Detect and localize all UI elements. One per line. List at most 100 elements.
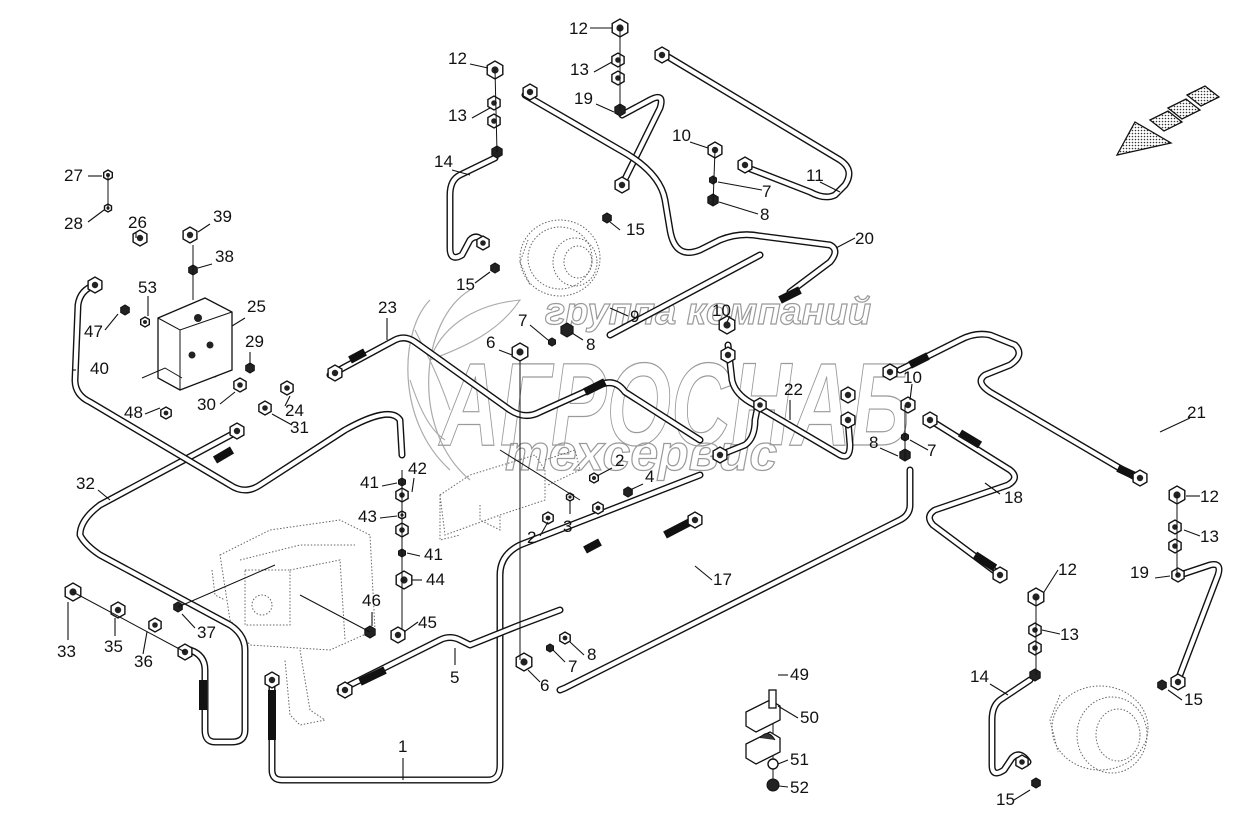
- callout-leader-c41a: [381, 482, 398, 487]
- hose-crimp-icon: [348, 348, 367, 364]
- callout-leader-c15d: [1013, 789, 1031, 801]
- pipe-19b-icon: [1174, 561, 1223, 684]
- hose-crimp-icon: [583, 378, 607, 396]
- hose-crimp-icon: [957, 429, 983, 449]
- callout-leader-c12d: [1043, 569, 1059, 593]
- callout-leader-c15b: [474, 271, 491, 284]
- pipe-18-icon: [926, 416, 1018, 579]
- callout-label-c13c: 13: [1200, 527, 1219, 546]
- callout-leader-c36: [142, 631, 148, 655]
- callout-label-c23: 23: [378, 298, 397, 317]
- callout-label-c45: 45: [418, 613, 437, 632]
- pipe-5-icon: [336, 606, 564, 694]
- brake-valve-icon: [439, 449, 581, 541]
- callout-label-c52: 52: [790, 778, 809, 797]
- pipe-11-icon: [661, 51, 853, 201]
- hose-end-1-icon: [264, 671, 280, 689]
- callout-leader-c51: [777, 759, 789, 765]
- callout-leader-c48: [144, 407, 161, 415]
- hose-end-5-icon: [337, 681, 353, 699]
- callout-label-c21: 21: [1187, 403, 1206, 422]
- callout-label-c12a: 12: [448, 49, 467, 68]
- banjo-fitting-10d-icon: [900, 396, 916, 414]
- callout-leader-c14a: [451, 169, 471, 176]
- callout-label-c41a: 41: [360, 473, 379, 492]
- callout-leader-c2b: [539, 521, 549, 537]
- banjo-fitting-10c-icon: [840, 386, 856, 404]
- adapter-30-icon: [233, 377, 247, 393]
- fitting-6a-icon: [511, 342, 529, 362]
- callout-label-c8d: 8: [760, 205, 769, 224]
- pipes: [71, 51, 1223, 784]
- assembly-axis-line: [72, 591, 186, 653]
- bolt-4-icon: [623, 486, 633, 498]
- hose-crimp-icon: [908, 352, 930, 369]
- callout-leader-c4: [629, 483, 644, 491]
- callout-leader-c43: [379, 515, 398, 519]
- fitting-6b-icon: [515, 652, 533, 672]
- callout-leader-c15a: [609, 221, 621, 231]
- hose-crimp-icon: [212, 446, 235, 464]
- callout-leader-c18: [984, 482, 1001, 495]
- washer-7d-icon: [546, 643, 554, 653]
- pipe-40-icon: [71, 281, 406, 494]
- nut-13g-icon: [1028, 622, 1042, 638]
- clip-2b-icon: [542, 511, 554, 525]
- callout-label-c50: 50: [800, 708, 819, 727]
- pipe-23-icon: [326, 334, 704, 444]
- nut-14b-icon: [1015, 754, 1029, 770]
- callout-leader-c31: [271, 413, 293, 426]
- fitting-26-icon: [132, 229, 148, 247]
- watermark-line1: группа компаний: [545, 291, 871, 333]
- callout-label-c15a: 15: [626, 220, 645, 239]
- callout-label-c20: 20: [855, 229, 874, 248]
- callout-leader-c13c: [1183, 529, 1201, 537]
- hose-crimp-icon: [663, 518, 692, 539]
- hose-crimp-icon: [972, 551, 998, 572]
- callout-label-c29: 29: [245, 332, 264, 351]
- assembly-axis-line: [299, 594, 371, 633]
- callout-label-c10c: 10: [903, 368, 922, 387]
- callout-label-c10a: 10: [672, 126, 691, 145]
- fitting-22b-icon: [712, 446, 728, 464]
- nut-15b-icon: [490, 262, 500, 274]
- nut-13a-icon: [487, 95, 501, 111]
- banjo-fitting-10b-icon: [718, 315, 736, 335]
- hose-crimp-icon: [358, 666, 387, 686]
- callout-label-c26: 26: [128, 213, 147, 232]
- callout-label-c3: 3: [563, 517, 572, 536]
- callout-label-c1: 1: [398, 737, 407, 756]
- callout-label-c18: 18: [1004, 488, 1023, 507]
- callout-label-c39: 39: [213, 207, 232, 226]
- callout-label-c44: 44: [426, 570, 445, 589]
- callout-label-c47: 47: [84, 322, 103, 341]
- hose-crimp-icon: [778, 286, 802, 304]
- callout-label-c46: 46: [362, 591, 381, 610]
- callout-leader-c52: [778, 785, 789, 788]
- pipe-21-icon: [896, 330, 1144, 484]
- callouts: 1223456677778888910101011121212121313131…: [57, 19, 1219, 809]
- washer-7b-icon: [548, 337, 556, 347]
- callout-label-c7a: 7: [518, 311, 527, 330]
- callout-leader-c11: [819, 181, 841, 193]
- adapter-35-icon: [110, 601, 126, 619]
- nut-13e-icon: [1168, 519, 1182, 535]
- callout-label-c9: 9: [630, 307, 639, 326]
- nut-8d-icon: [559, 631, 571, 645]
- bolt-47-icon: [120, 304, 130, 316]
- callout-leader-c38: [197, 263, 213, 269]
- bolt-19b-icon: [1171, 567, 1185, 583]
- callout-label-c8c: 8: [587, 645, 596, 664]
- callout-label-c15d: 15: [996, 790, 1015, 809]
- callout-leader-c25: [231, 317, 246, 327]
- pipe-9-icon: [606, 251, 764, 339]
- pipe-17-icon: [556, 466, 914, 694]
- pipe-22b-icon: [716, 401, 762, 459]
- callout-leader-c13a: [471, 107, 491, 119]
- hose-crimp-icon: [1116, 464, 1137, 480]
- callout-leader-c8d: [718, 201, 759, 215]
- nut-15d-icon: [1031, 777, 1041, 789]
- callout-label-c31: 31: [290, 418, 309, 437]
- assembly-axis-line: [177, 564, 276, 608]
